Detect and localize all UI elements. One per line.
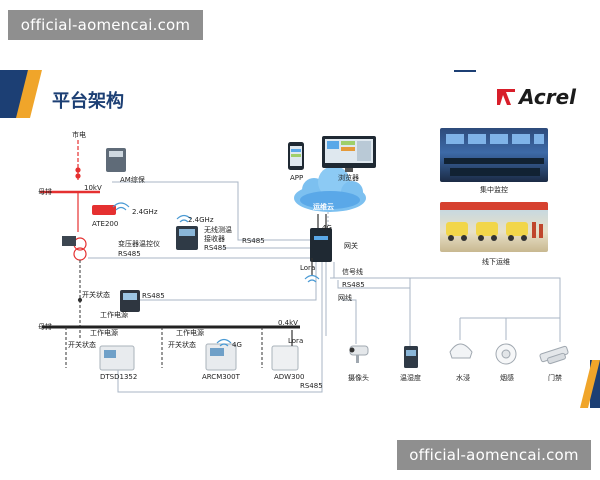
transformer-ctrl-device	[62, 236, 76, 246]
label-temp-humidity: 温湿度	[400, 374, 421, 382]
brand-logo: Acrel	[497, 85, 576, 109]
link-door	[330, 277, 561, 342]
label-ate200: ATE200	[92, 220, 119, 228]
meter-screen	[123, 293, 137, 300]
label-transformer-ctrl: 变压器温控仪	[118, 240, 160, 248]
door-access-icon	[539, 345, 569, 365]
label-arcm300t: ARCM300T	[202, 373, 240, 381]
label-signal-line: 信号线	[342, 268, 363, 276]
sensor-icon	[404, 346, 418, 368]
link-rs485-right	[337, 280, 410, 289]
label-camera: 摄像头	[348, 374, 369, 382]
label-4g-arcm: 4G	[232, 341, 242, 349]
label-cloud: 运维云	[313, 203, 334, 211]
central-monitoring-photo	[440, 128, 548, 182]
switch-node	[75, 167, 81, 173]
label-adw300: ADW300	[274, 373, 305, 381]
label-2-4ghz-a: 2.4GHz	[132, 208, 158, 216]
wifi-icon	[176, 214, 192, 223]
label-busbar-top: 母排	[38, 188, 52, 196]
water-sensor-icon	[449, 343, 473, 359]
monitor-icon	[322, 136, 376, 172]
label-am-protect: AM综保	[120, 176, 145, 184]
label-switch-state-1: 开关状态	[82, 291, 110, 299]
label-city-power: 市电	[72, 131, 86, 139]
am-protect-screen	[109, 151, 123, 157]
label-gateway: 网关	[344, 242, 358, 250]
label-2-4ghz-b: 2.4GHz	[188, 216, 214, 224]
label-rs485-receiver: RS485	[204, 244, 227, 252]
ate200-sensor	[92, 205, 116, 215]
label-10kv: 10kV	[84, 184, 102, 192]
gateway-device	[310, 228, 332, 262]
brand-logo-icon	[497, 89, 515, 105]
label-network-line: 网线	[338, 294, 352, 302]
label-lora-adw: Lora	[288, 337, 304, 345]
wifi-icon	[304, 274, 320, 283]
page-title: 平台架构	[52, 91, 124, 112]
slide-accent-navy-right	[590, 360, 600, 408]
label-smoke: 烟感	[500, 374, 514, 382]
wifi-icon	[112, 202, 130, 211]
label-offline-maintenance: 线下运维	[482, 258, 510, 266]
label-work-power-2: 工作电源	[90, 329, 118, 337]
link-gateway-bottom	[117, 262, 323, 393]
label-4g-gateway: 4G	[322, 224, 332, 232]
label-water: 水浸	[456, 374, 470, 382]
label-work-power-1: 工作电源	[100, 311, 128, 319]
gateway-led	[314, 236, 328, 240]
dtsd-screen	[104, 350, 116, 358]
label-rs485-meter: RS485	[142, 292, 165, 300]
adw-device	[271, 345, 299, 371]
label-0-4kv: 0.4kV	[278, 319, 298, 327]
watermark-top: official-aomencai.com	[8, 10, 203, 40]
smoke-detector-icon	[495, 343, 517, 365]
receiver-screen	[179, 229, 195, 236]
phone-icon	[288, 142, 304, 170]
offline-maintenance-photo	[440, 202, 548, 252]
label-switch-state-3: 开关状态	[168, 341, 196, 349]
label-busbar-bottom: 母排	[38, 323, 52, 331]
label-switch-state-2: 开关状态	[68, 341, 96, 349]
label-rs485-bottom: RS485	[300, 382, 323, 390]
label-app: APP	[290, 174, 304, 182]
label-work-power-3: 工作电源	[176, 329, 204, 337]
label-rs485-transformer: RS485	[118, 250, 141, 258]
switch-node	[75, 173, 81, 179]
label-lora-mid: Lora	[300, 264, 316, 272]
label-rs485-gateway: RS485	[242, 237, 265, 245]
label-door: 门禁	[548, 374, 562, 382]
label-browser: 浏览器	[338, 174, 359, 182]
label-central-monitoring: 集中监控	[480, 186, 508, 194]
watermark-bottom: official-aomencai.com	[397, 440, 591, 470]
label-wireless-receiver-2: 接收器	[204, 235, 225, 243]
camera-icon	[349, 345, 369, 363]
label-wireless-receiver-1: 无线测温	[204, 226, 232, 234]
label-rs485-right: RS485	[342, 281, 365, 289]
link-am-gateway	[112, 181, 314, 241]
cloud-icon	[294, 166, 366, 212]
link-gateway-meter	[140, 262, 317, 301]
switch-node	[77, 297, 83, 303]
label-dtsd1352: DTSD1352	[100, 373, 138, 381]
brand-name: Acrel	[519, 85, 577, 109]
slide-top-line	[454, 70, 476, 72]
link-network-line	[342, 299, 357, 344]
arcm-screen	[210, 348, 224, 356]
wifi-icon	[216, 338, 232, 347]
